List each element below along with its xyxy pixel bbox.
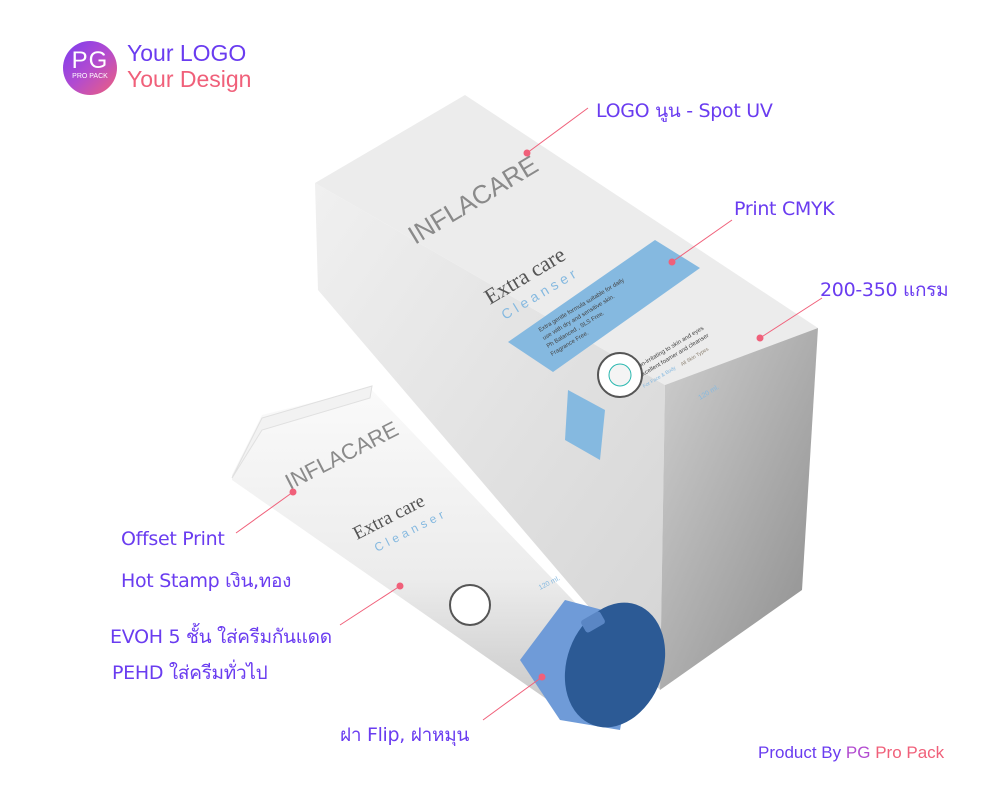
- logo-letters: PG: [71, 47, 109, 74]
- annotation-pehd: PEHD ใส่ครีมทั่วไป: [112, 662, 268, 684]
- brand-line-1: Your LOGO: [127, 40, 247, 66]
- dot-evoh: [396, 582, 404, 590]
- leader-cmyk: [671, 219, 733, 263]
- dot-offset: [289, 488, 297, 496]
- dot-cap: [538, 673, 546, 681]
- footer-part-3: Pro Pack: [875, 743, 945, 762]
- annotation-evoh: EVOH 5 ชั้น ใส่ครีมกันแดด: [110, 626, 332, 648]
- leader-evoh: [339, 585, 401, 626]
- dot-paper: [756, 334, 764, 342]
- tube: INFLACARE Extra care Cleanser 120 ml.: [231, 385, 682, 741]
- box: INFLACARE Extra care Cleanser Extra gent…: [315, 95, 818, 690]
- tube-body: [232, 388, 590, 705]
- tube-derm-seal: [449, 584, 491, 626]
- brand-logo: PG PRO PACK: [63, 41, 117, 95]
- leader-lines: [235, 107, 823, 721]
- box-top-face: [315, 95, 818, 385]
- box-blue-label-side: [565, 390, 605, 460]
- seal-inner: [608, 363, 632, 387]
- box-end-face: [660, 328, 818, 690]
- footer-part-1: Product By: [758, 743, 842, 762]
- brand-line-2: Your Design: [127, 66, 252, 92]
- box-label-band: [508, 240, 700, 372]
- leader-logo: [526, 107, 589, 154]
- annotation-offset-print: Offset Print: [121, 528, 225, 550]
- box-side-face: [315, 183, 665, 690]
- leader-paper: [759, 297, 823, 339]
- annotation-cap: ฝา Flip, ฝาหมุน: [340, 724, 470, 746]
- tube-crimp: [231, 385, 373, 479]
- dot-cmyk: [668, 258, 676, 266]
- annotation-paper-weight: 200-350 แกรม: [820, 279, 949, 301]
- annotation-logo-spot-uv: LOGO นูน - Spot UV: [596, 100, 773, 122]
- dot-logo: [523, 149, 531, 157]
- footer-credit: Product By PG Pro Pack: [758, 743, 944, 763]
- footer-part-2: PG: [845, 743, 871, 762]
- annotation-hot-stamp: Hot Stamp เงิน,ทอง: [121, 570, 292, 592]
- leader-cap: [482, 676, 543, 721]
- logo-sub: PRO PACK: [72, 73, 108, 80]
- annotation-print-cmyk: Print CMYK: [734, 198, 835, 220]
- cap-flip-notch[interactable]: [580, 610, 606, 633]
- cap-top[interactable]: [548, 588, 682, 741]
- leader-offset: [235, 491, 294, 534]
